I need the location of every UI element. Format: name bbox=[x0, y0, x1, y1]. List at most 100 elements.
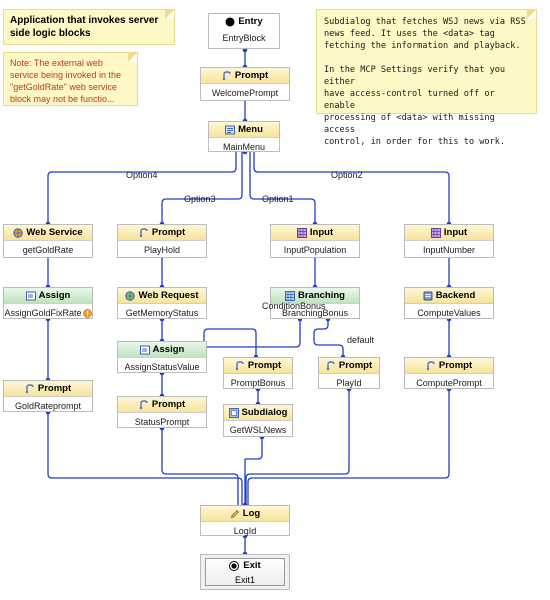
node-type: Branching bbox=[298, 290, 345, 301]
node-type: Prompt bbox=[438, 360, 473, 371]
node-type: Menu bbox=[238, 124, 263, 135]
edge-label-option4: Option4 bbox=[126, 170, 158, 180]
node-type: Assign bbox=[38, 290, 71, 301]
node-assign-gold[interactable]: Assign AssignGoldFixRate bbox=[3, 287, 93, 319]
node-type: Prompt bbox=[338, 360, 373, 371]
node-name: AssignStatusValue bbox=[124, 362, 200, 372]
node-type: Subdialog bbox=[241, 407, 288, 418]
connector bbox=[247, 389, 450, 505]
web-request-icon bbox=[125, 290, 136, 301]
node-name: Exit1 bbox=[234, 575, 255, 585]
node-type: Prompt bbox=[234, 70, 269, 81]
node-type: Web Service bbox=[26, 227, 83, 238]
branching-icon bbox=[285, 290, 295, 301]
node-backend[interactable]: Backend ComputeValues bbox=[404, 287, 494, 319]
connector-option2 bbox=[253, 152, 450, 224]
node-type: Backend bbox=[435, 290, 476, 301]
entry-dot-icon bbox=[225, 17, 235, 26]
prompt-icon bbox=[139, 399, 148, 409]
note-app-description[interactable]: Application that invokes server side log… bbox=[3, 9, 175, 45]
warning-icon bbox=[82, 308, 92, 318]
node-name: PlayHold bbox=[143, 245, 181, 255]
connector-option4 bbox=[47, 152, 237, 224]
node-name: getGoldRate bbox=[22, 245, 74, 255]
node-name: LogId bbox=[233, 526, 257, 536]
edge-label-option3: Option3 bbox=[184, 194, 216, 204]
node-web-request[interactable]: Web Request GetMemoryStatus bbox=[117, 287, 207, 319]
backend-icon bbox=[423, 291, 433, 300]
prompt-icon bbox=[326, 360, 335, 370]
node-name: InputNumber bbox=[422, 245, 476, 255]
node-type: Web Request bbox=[138, 290, 199, 301]
prompt-icon bbox=[25, 383, 34, 393]
node-name: EntryBlock bbox=[222, 33, 266, 43]
prompt-icon bbox=[426, 360, 435, 370]
node-branching-bonus[interactable]: Branching BranchingBonus bbox=[270, 287, 360, 319]
node-subdialog[interactable]: Subdialog GetWSLNews bbox=[223, 404, 293, 437]
node-main-menu[interactable]: Menu MainMenu bbox=[208, 121, 280, 152]
node-name: ComputePrompt bbox=[416, 378, 482, 388]
log-pencil-icon bbox=[230, 509, 239, 518]
node-type: Log bbox=[242, 508, 261, 519]
node-type: Exit bbox=[243, 560, 261, 571]
node-name: BranchingBonus bbox=[281, 308, 349, 318]
node-name: GetMemoryStatus bbox=[125, 308, 199, 318]
node-log[interactable]: Log LogId bbox=[200, 505, 290, 536]
note-subdialog-text: Subdialog that fetches WSJ news via RSS … bbox=[324, 17, 526, 147]
node-play-id[interactable]: Prompt PlayId bbox=[318, 357, 380, 389]
exit-icon bbox=[229, 560, 240, 571]
node-entry[interactable]: Entry EntryBlock bbox=[208, 13, 280, 49]
node-type: Prompt bbox=[151, 227, 186, 238]
node-name: ComputeValues bbox=[417, 308, 481, 318]
node-name: PromptBonus bbox=[230, 378, 286, 388]
node-name: PlayId bbox=[336, 378, 362, 388]
node-name: AssignGoldFixRate bbox=[4, 308, 82, 318]
node-type: Prompt bbox=[247, 360, 282, 371]
connector-option3 bbox=[161, 152, 243, 224]
note-subdialog-description[interactable]: Subdialog that fetches WSJ news via RSS … bbox=[316, 9, 537, 147]
web-service-icon bbox=[13, 227, 24, 238]
node-name: WelcomePrompt bbox=[211, 88, 279, 98]
assign-icon bbox=[139, 345, 150, 354]
connector bbox=[161, 428, 239, 505]
connector-condition bbox=[203, 319, 301, 357]
node-input-population[interactable]: Input InputPopulation bbox=[270, 224, 360, 258]
connector bbox=[47, 412, 243, 505]
prompt-icon bbox=[222, 70, 231, 80]
note-app-title: Application that invokes server side log… bbox=[10, 15, 159, 39]
connector-option1 bbox=[249, 152, 316, 224]
node-type: Prompt bbox=[151, 399, 186, 410]
assign-icon bbox=[25, 291, 36, 300]
input-icon bbox=[430, 227, 441, 238]
node-exit[interactable]: Exit Exit1 bbox=[200, 554, 290, 590]
connector bbox=[245, 389, 350, 505]
node-name: InputPopulation bbox=[283, 245, 347, 255]
node-play-hold[interactable]: Prompt PlayHold bbox=[117, 224, 207, 258]
note-warning[interactable]: Note: The external web service being inv… bbox=[3, 52, 138, 106]
node-web-service[interactable]: Web Service getGoldRate bbox=[3, 224, 93, 258]
node-type: Entry bbox=[238, 16, 263, 27]
connector bbox=[245, 437, 263, 460]
node-welcome-prompt[interactable]: Prompt WelcomePrompt bbox=[200, 67, 290, 101]
connector-default bbox=[313, 319, 344, 357]
prompt-icon bbox=[139, 227, 148, 237]
node-type: Input bbox=[443, 227, 468, 238]
node-name: StatusPrompt bbox=[134, 417, 190, 427]
node-gold-rate-prompt[interactable]: Prompt GoldRateprompt bbox=[3, 380, 93, 412]
node-name: GoldRateprompt bbox=[14, 401, 82, 411]
edge-label-condition-bonus: ConditionBonus bbox=[262, 301, 326, 311]
node-name: MainMenu bbox=[222, 142, 266, 152]
node-type: Prompt bbox=[37, 383, 72, 394]
node-assign-status[interactable]: Assign AssignStatusValue bbox=[117, 341, 207, 373]
node-compute-prompt[interactable]: Prompt ComputePrompt bbox=[404, 357, 494, 389]
node-status-prompt[interactable]: Prompt StatusPrompt bbox=[117, 396, 207, 428]
node-name: GetWSLNews bbox=[229, 425, 287, 435]
input-icon bbox=[296, 227, 307, 238]
note-warning-text: Note: The external web service being inv… bbox=[10, 58, 122, 104]
node-input-number[interactable]: Input InputNumber bbox=[404, 224, 494, 258]
edge-label-default: default bbox=[347, 335, 375, 345]
node-prompt-bonus[interactable]: Prompt PromptBonus bbox=[223, 357, 293, 389]
menu-icon bbox=[225, 125, 236, 134]
node-type: Input bbox=[309, 227, 334, 238]
prompt-icon bbox=[235, 360, 244, 370]
